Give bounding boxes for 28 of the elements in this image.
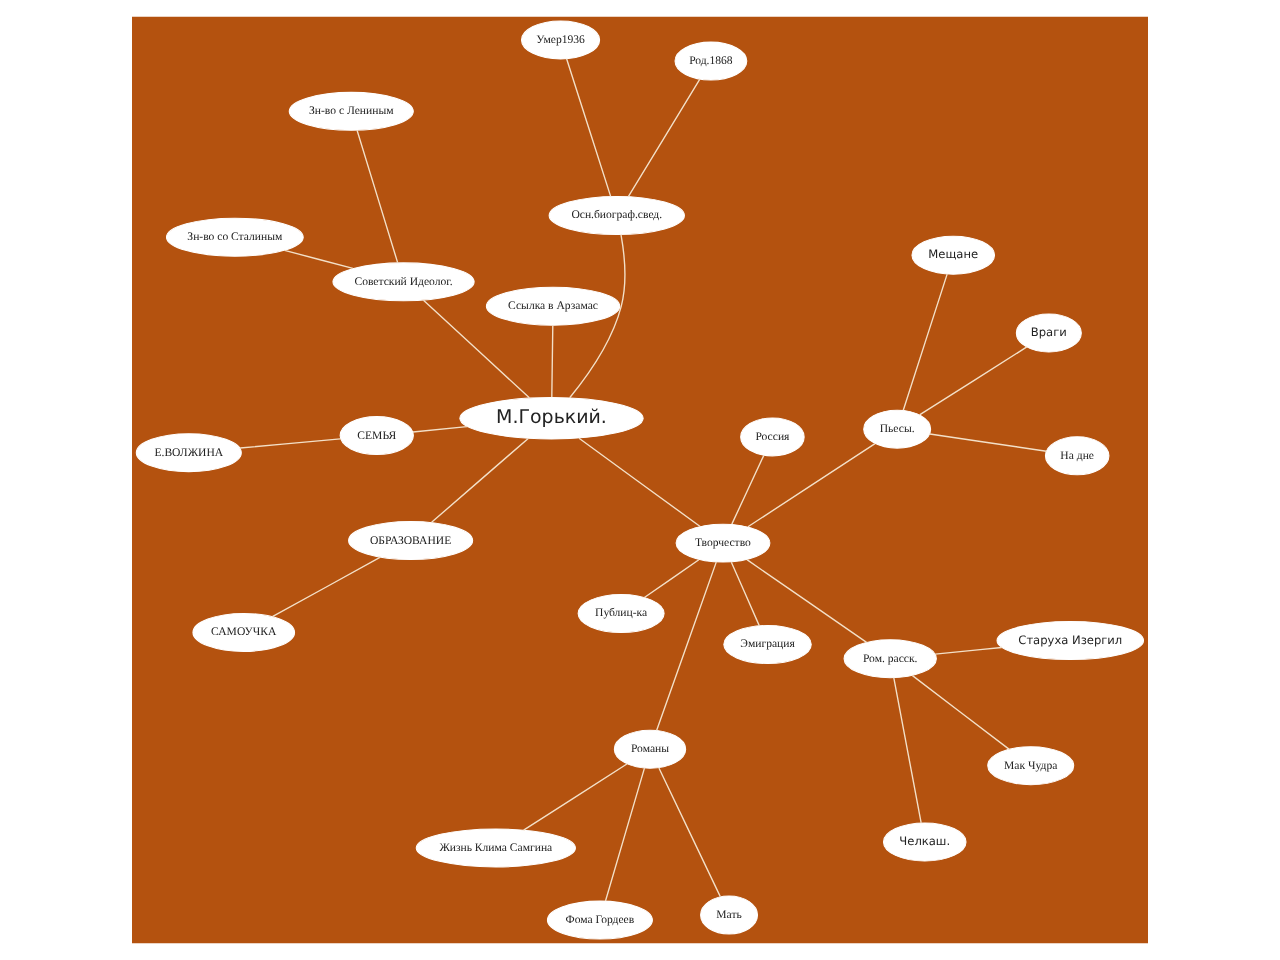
connector [578, 437, 701, 528]
connector [569, 233, 626, 399]
connector [522, 763, 628, 831]
connector [747, 442, 876, 528]
connector [604, 767, 646, 902]
connector [902, 273, 948, 411]
connector [430, 437, 529, 523]
connector [658, 767, 721, 898]
connector [565, 58, 612, 198]
connector [627, 78, 701, 198]
node-ellipse: М.Горький. [459, 397, 644, 440]
connector [934, 646, 1003, 655]
connector [746, 559, 868, 644]
connector [911, 674, 1010, 750]
connector [239, 438, 342, 449]
connector [551, 324, 554, 398]
connector [422, 299, 531, 399]
connector [730, 561, 761, 627]
connector [356, 129, 399, 264]
connector [893, 676, 922, 824]
connector [655, 561, 717, 732]
connector [412, 425, 469, 433]
connector [929, 433, 1048, 452]
connector [283, 249, 354, 270]
connector [643, 559, 700, 599]
connector [918, 346, 1028, 416]
connector [731, 454, 765, 525]
connector [271, 556, 382, 618]
